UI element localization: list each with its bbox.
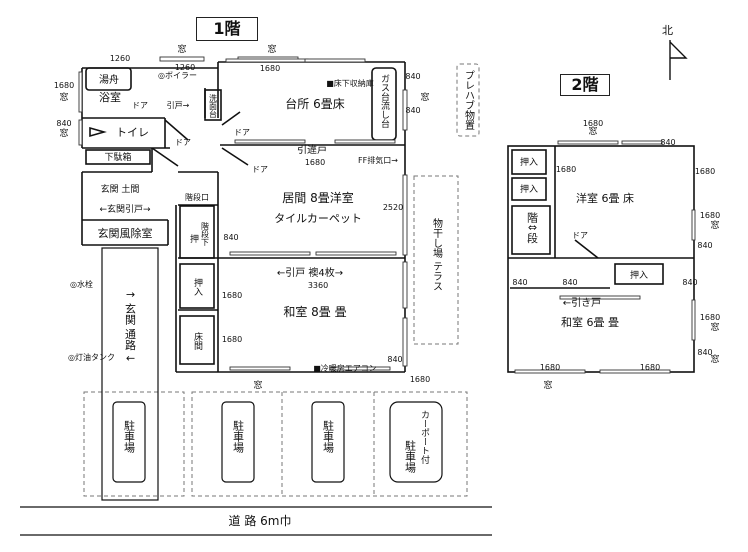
north-label: 北 bbox=[662, 24, 673, 37]
window-label: 窓 bbox=[59, 127, 68, 139]
dim-label: 840 bbox=[697, 348, 712, 357]
dim-label: 1680 bbox=[222, 291, 242, 300]
prefab-label: プレハブ物置 bbox=[463, 70, 475, 130]
dim-label: 840 bbox=[405, 72, 420, 81]
faucet-label: ◎水栓 bbox=[70, 279, 93, 289]
dim-label: 840 bbox=[562, 278, 577, 287]
parking-label: 駐車場 bbox=[404, 439, 417, 474]
tokonoma-label: 床間 bbox=[192, 331, 203, 351]
oiltank-label: ◎灯油タンク bbox=[68, 352, 115, 362]
closet1-label: 押入 bbox=[192, 277, 203, 296]
window-label: 窓 bbox=[267, 43, 276, 55]
dim-label: 1680 bbox=[556, 165, 576, 174]
window-label: 窓 bbox=[253, 379, 262, 391]
dim-label: 1680 bbox=[583, 119, 603, 128]
window-label: 窓 bbox=[543, 379, 552, 391]
stairs-under-label: 階段下 bbox=[201, 221, 210, 247]
window-label: 窓 bbox=[710, 353, 719, 365]
staircase-label: 階段口 bbox=[185, 192, 209, 202]
carport-label: カーポート付 bbox=[419, 410, 430, 465]
dim-label: 840 bbox=[223, 233, 238, 242]
dim-label: 1680 bbox=[700, 313, 720, 322]
window-label: 窓 bbox=[420, 91, 429, 103]
sliding-doors-label: ←引戸 襖4枚→ bbox=[277, 266, 343, 279]
window-label: 窓 bbox=[710, 219, 719, 231]
closet2a-label: 押入 bbox=[520, 156, 538, 168]
sliding-center-label: 引違戸 bbox=[297, 143, 327, 156]
dim-label: 840 bbox=[660, 138, 675, 147]
windbreak-label: 玄関風除室 bbox=[98, 226, 153, 240]
living-label: 居間 8畳洋室 bbox=[282, 190, 353, 205]
dim-label: 1680 bbox=[640, 363, 660, 372]
window-label: 窓 bbox=[588, 125, 597, 137]
door-label: ドア bbox=[132, 101, 148, 110]
underfloor-label: ■床下収納庫 bbox=[326, 78, 374, 88]
washbasin-label: 洗面台 bbox=[209, 93, 218, 119]
dim-label: 1680 bbox=[54, 81, 74, 90]
stairs2-label: 階⇕段 bbox=[526, 211, 539, 244]
window-label: 窓 bbox=[177, 43, 186, 55]
dim-label: 840 bbox=[512, 278, 527, 287]
bathtub-label: 湯舟 bbox=[99, 73, 119, 86]
toilet-label: トイレ bbox=[116, 126, 149, 139]
dim-label: 840 bbox=[387, 355, 402, 364]
window-label: 窓 bbox=[59, 91, 68, 103]
dim-label: 1680 bbox=[700, 211, 720, 220]
entrance-doma-label: 玄関 土間 bbox=[101, 183, 140, 195]
dim-label: 840 bbox=[56, 119, 71, 128]
western-label: 洋室 6畳 床 bbox=[576, 191, 634, 205]
road-label: 道 路 6m巾 bbox=[229, 513, 292, 528]
washitsu2-label: 和室 6畳 畳 bbox=[561, 315, 619, 329]
closet2c-label: 押入 bbox=[630, 269, 648, 281]
dim-label: 1680 bbox=[540, 363, 560, 372]
bath-label: 浴室 bbox=[99, 90, 121, 104]
washitsu1-label: 和室 8畳 畳 bbox=[283, 304, 346, 319]
closet2b-label: 押入 bbox=[520, 183, 538, 195]
dim-label: 840 bbox=[697, 241, 712, 250]
dim-label: 840 bbox=[405, 106, 420, 115]
sliding-door-label: 引戸→ bbox=[167, 101, 190, 110]
dim-label: 1680 bbox=[222, 335, 242, 344]
stairs-closet-label: 押 bbox=[190, 233, 199, 245]
dim-label: 1260 bbox=[110, 54, 130, 63]
dim-label: 3360 bbox=[308, 281, 328, 290]
aircon-label: ■冷暖房エアコン bbox=[313, 363, 377, 373]
parking-label: 駐車場 bbox=[322, 419, 335, 454]
dim-label: 1680 bbox=[410, 375, 430, 384]
parking-label: 駐車場 bbox=[232, 419, 245, 454]
gas-stove-label: ガス台流し台 bbox=[379, 74, 390, 129]
sliding2-label: ←引き戸 bbox=[563, 297, 601, 309]
parking-label: 駐車場 bbox=[123, 419, 136, 454]
door-label: ドア bbox=[234, 128, 250, 137]
boiler-label: ◎ボイラー bbox=[158, 71, 197, 80]
floor2-title: 2階 bbox=[560, 74, 610, 96]
drying-label: 物干し場 テラス bbox=[431, 217, 443, 291]
dim-label: 1680 bbox=[695, 167, 715, 176]
door-label: ドア bbox=[175, 138, 191, 147]
window-label: 窓 bbox=[710, 321, 719, 333]
dim-label: 1260 bbox=[175, 63, 195, 72]
dim-label: 2520 bbox=[383, 203, 403, 212]
living-carpet-label: タイルカーペット bbox=[274, 212, 362, 225]
door2-label: ドア bbox=[572, 231, 588, 240]
floor1-title: 1階 bbox=[196, 17, 258, 41]
ff-vent-label: FF排気口→ bbox=[358, 155, 398, 165]
kitchen-label: 台所 6畳床 bbox=[285, 96, 344, 111]
dim-label: 1680 bbox=[260, 64, 280, 73]
entrance-path-label: ↑ 玄関 通路 ↓ bbox=[124, 290, 137, 363]
door-label: ドア bbox=[252, 165, 268, 174]
getabox-label: 下駄箱 bbox=[104, 151, 131, 163]
entrance-door-label: ←玄関引戸→ bbox=[99, 203, 151, 215]
dim-label: 1680 bbox=[305, 158, 325, 167]
dim-label: 840 bbox=[682, 278, 697, 287]
